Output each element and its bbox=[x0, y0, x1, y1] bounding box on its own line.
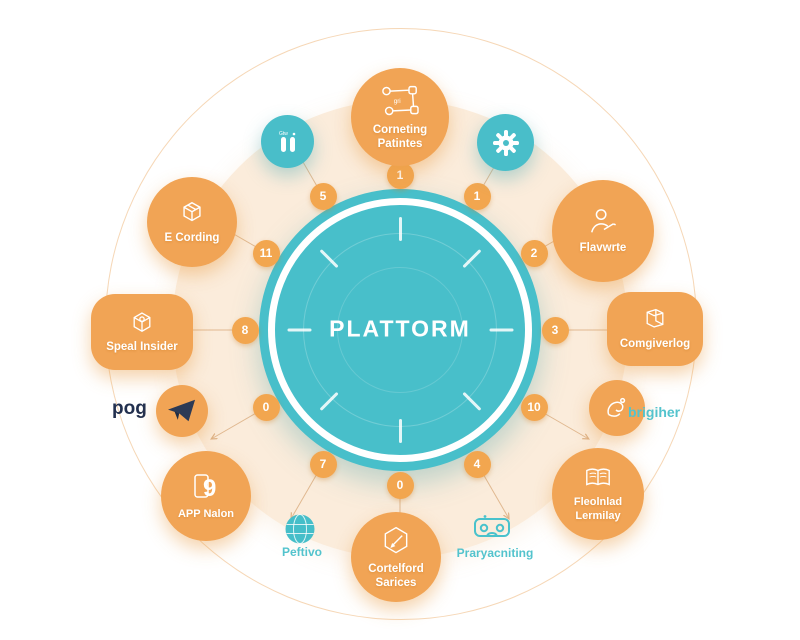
hexagon-pencil-icon bbox=[380, 524, 412, 558]
node-settings bbox=[477, 114, 534, 171]
brigiher-label: brigiher bbox=[628, 404, 681, 420]
step-badge: 4 bbox=[463, 450, 491, 478]
pog-logo-text: pog bbox=[112, 398, 147, 419]
step-badge: 11 bbox=[252, 239, 280, 267]
node-stats: Gtw bbox=[261, 115, 314, 168]
vr-goggles-icon bbox=[472, 512, 512, 544]
node-label: APP Nalon bbox=[177, 508, 235, 521]
node-label: Corneting Patintes bbox=[372, 123, 428, 150]
praryacniting-label: Praryacniting bbox=[456, 546, 534, 560]
gear-icon bbox=[491, 128, 521, 158]
step-badge: 8 bbox=[231, 316, 259, 344]
swirl-icon bbox=[603, 394, 631, 422]
node-connecting: gri Corneting Patintes bbox=[351, 68, 449, 166]
cube-icon bbox=[178, 199, 206, 227]
node-label: Fleolnlad Lermilay bbox=[573, 496, 623, 522]
inner-white-ring bbox=[268, 198, 532, 462]
platform-title: PLATTORM bbox=[329, 315, 471, 342]
svg-text:Gtw: Gtw bbox=[279, 131, 288, 137]
node-label: E Cording bbox=[164, 231, 220, 244]
book-icon bbox=[641, 307, 669, 333]
node-appnalon: 9 APP Nalon bbox=[161, 451, 251, 541]
hexagon-cube-icon bbox=[129, 310, 155, 336]
pause-bars-icon: Gtw bbox=[276, 129, 300, 155]
paper-plane-icon bbox=[166, 397, 198, 425]
globe-icon bbox=[283, 512, 317, 546]
phone-nine-icon: 9 bbox=[189, 470, 223, 504]
node-label: Flavwrte bbox=[579, 241, 627, 254]
node-comgiverlog: Comgiverlog bbox=[607, 292, 703, 366]
node-brigiher bbox=[589, 380, 645, 436]
step-badge: 5 bbox=[309, 182, 337, 210]
step-badge: 10 bbox=[520, 393, 548, 421]
network-nodes-icon: gri bbox=[378, 83, 422, 119]
step-badge: 1 bbox=[386, 161, 414, 189]
peftivo-label: Peftivo bbox=[281, 545, 322, 559]
svg-text:gri: gri bbox=[394, 97, 401, 104]
node-speal: Speal Insider bbox=[91, 294, 193, 370]
step-badge: 1 bbox=[463, 182, 491, 210]
person-pen-icon bbox=[586, 207, 620, 237]
node-fleolnlad: Fleolnlad Lermilay bbox=[552, 448, 644, 540]
node-ecording: E Cording bbox=[147, 177, 237, 267]
open-book-icon bbox=[582, 464, 614, 492]
node-label: Comgiverlog bbox=[619, 337, 691, 350]
step-badge: 0 bbox=[252, 393, 280, 421]
node-label: Cortelford Sarices bbox=[368, 562, 424, 589]
step-badge: 7 bbox=[309, 450, 337, 478]
node-cortelford: Cortelford Sarices bbox=[351, 512, 441, 602]
svg-text:9: 9 bbox=[203, 475, 216, 502]
node-label: Speal Insider bbox=[106, 340, 178, 353]
node-pog-plane bbox=[156, 385, 208, 437]
node-flavwrte: Flavwrte bbox=[552, 180, 654, 282]
platform-center-circle: PLATTORM bbox=[259, 189, 541, 471]
step-badge: 3 bbox=[541, 316, 569, 344]
step-badge: 0 bbox=[386, 471, 414, 499]
step-badge: 2 bbox=[520, 239, 548, 267]
